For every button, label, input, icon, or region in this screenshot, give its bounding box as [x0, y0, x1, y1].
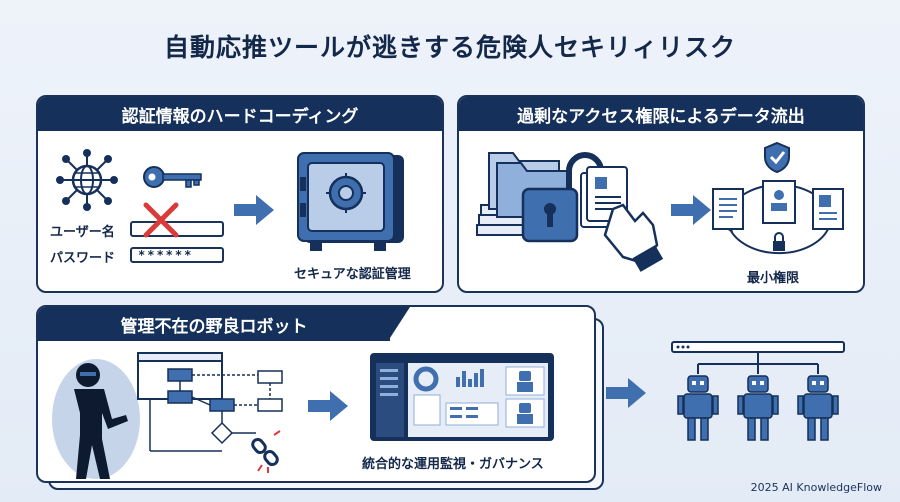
rogue-bots-panel-header: 管理不在の野良ロボット	[38, 307, 390, 341]
arrow-right-icon	[606, 378, 646, 408]
password-field: ******	[130, 247, 224, 263]
broken-link-icon	[251, 437, 279, 467]
username-label: ユーザー名	[50, 225, 115, 240]
least-privilege-cycle-icon	[712, 180, 844, 255]
network-globe-icon	[56, 149, 118, 211]
shadow-figure-icon	[52, 359, 140, 479]
cross-mark-icon	[143, 202, 179, 238]
arrow-right-icon	[671, 195, 711, 225]
hardcoding-panel-header: 認証情報のハードコーディング	[38, 97, 442, 131]
governance-caption: 統合的な運用監視・ガバナンス	[362, 457, 544, 472]
safe-icon	[297, 152, 404, 251]
rogue-bots-panel: 管理不在の野良ロボット	[36, 305, 596, 483]
header-tab-edge	[388, 307, 410, 341]
managed-robots-icon	[671, 341, 845, 441]
document-grab-icon	[580, 166, 664, 272]
flowchart-window-icon	[137, 352, 283, 473]
key-icon	[143, 166, 202, 188]
page-title: 自動応推ツールが逃きする危険人セキリィリスク	[163, 33, 736, 62]
hardcoding-panel: 認証情報のハードコーディング ユーザー名 パスワード	[36, 95, 444, 293]
arrow-right-icon	[234, 195, 274, 225]
excess-access-panel: 過剰なアクセス権限によるデータ流出	[457, 95, 865, 293]
password-label: パスワード	[50, 251, 116, 266]
secure-auth-caption: セキュアな認証管理	[294, 267, 411, 282]
shield-check-icon	[764, 141, 790, 174]
copyright-footer: 2025 AI KnowledgeFlow	[750, 481, 882, 494]
arrow-right-icon	[308, 391, 348, 421]
least-privilege-caption: 最小権限	[747, 271, 800, 286]
excess-access-panel-header: 過剰なアクセス権限によるデータ流出	[459, 97, 863, 131]
monitoring-dashboard-icon	[370, 353, 554, 441]
